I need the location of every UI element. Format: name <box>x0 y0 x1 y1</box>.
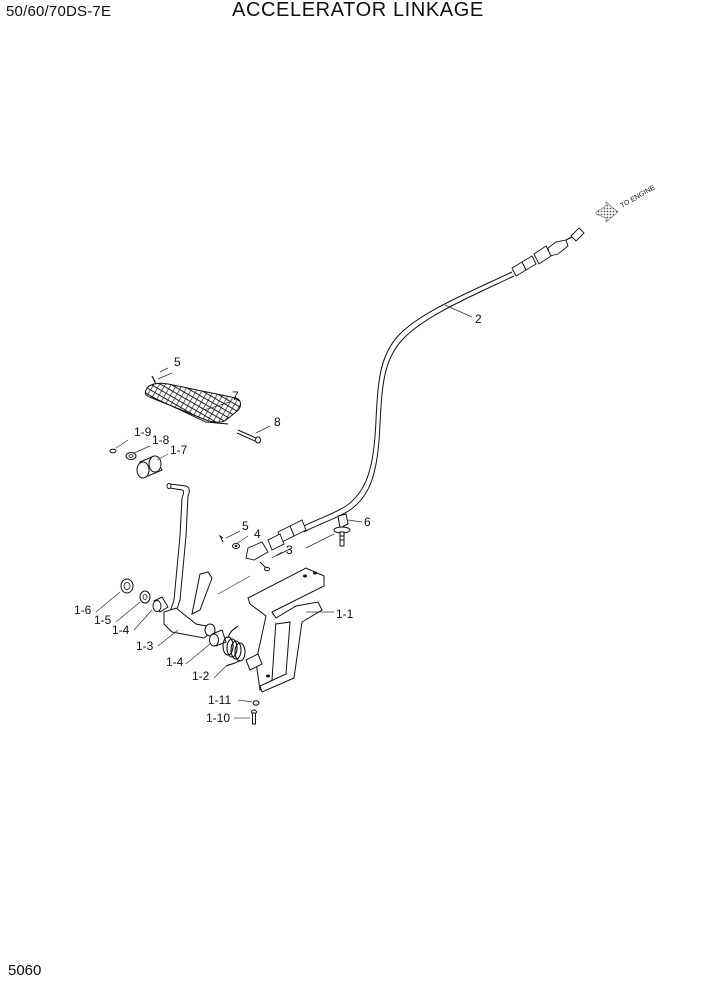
accelerator-cable <box>245 227 585 561</box>
callout-1-1: 1-1 <box>336 607 354 621</box>
washer-1-5 <box>139 590 151 604</box>
spring-pin-top <box>151 375 157 385</box>
to-engine-arrow: TO ENGINE <box>595 184 657 223</box>
callout-1-5: 1-5 <box>94 613 112 627</box>
callout-1-7: 1-7 <box>170 443 188 457</box>
callout-8: 8 <box>274 415 281 429</box>
callout-6: 6 <box>364 515 371 529</box>
callout-1-6: 1-6 <box>74 603 92 617</box>
e-ring <box>109 448 117 454</box>
stopper-bolt-6 <box>333 513 351 547</box>
washer-4 <box>232 543 240 549</box>
bolt-8 <box>236 429 261 444</box>
callout-3: 3 <box>286 543 293 557</box>
callout-1-4-right: 1-4 <box>166 655 184 669</box>
model-code: 50/60/70DS-7E <box>6 3 112 20</box>
callout-4: 4 <box>254 527 261 541</box>
washer-1-11 <box>252 700 260 706</box>
bolt-1-10 <box>251 709 257 725</box>
pedal-bracket <box>245 567 325 693</box>
washer-1-8 <box>125 452 137 460</box>
callout-1-8: 1-8 <box>152 433 170 447</box>
clevis-pin-3 <box>259 561 270 572</box>
callout-1-2: 1-2 <box>192 669 210 683</box>
to-engine-label: TO ENGINE <box>620 184 657 209</box>
callout-5-top: 5 <box>174 355 181 369</box>
bushing-1-7 <box>136 455 163 479</box>
page-title: ACCELERATOR LINKAGE <box>232 0 484 21</box>
page-number: 5060 <box>8 962 42 979</box>
pedal-pad <box>144 382 241 425</box>
return-spring <box>222 625 246 667</box>
callout-1-10: 1-10 <box>206 711 230 725</box>
nut-1-6 <box>120 578 134 594</box>
callout-5-lower: 5 <box>242 519 249 533</box>
spring-pin-5 <box>218 534 224 543</box>
callout-1-11: 1-11 <box>208 693 231 707</box>
leader-lines <box>95 304 473 719</box>
callout-1-9: 1-9 <box>134 425 152 439</box>
pedal-lever <box>163 483 216 639</box>
callout-2: 2 <box>475 312 482 326</box>
callout-7: 7 <box>232 389 239 403</box>
bushing-1-4-right <box>209 629 227 647</box>
callout-1-3: 1-3 <box>136 639 154 653</box>
bushing-1-4-left <box>152 596 169 613</box>
callout-1-4-left: 1-4 <box>112 623 130 637</box>
